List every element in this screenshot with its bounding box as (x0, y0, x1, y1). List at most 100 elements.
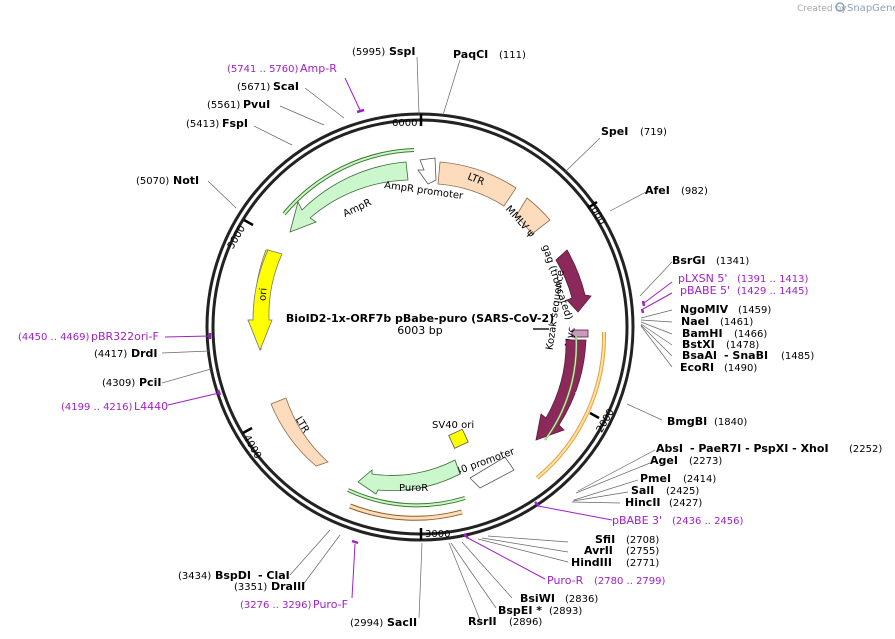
site-draiii[interactable]: DraIII (271, 580, 305, 593)
primer-puror[interactable]: Puro-R (547, 574, 584, 587)
site-bsiwi-pos: (2836) (565, 594, 598, 605)
site-drdi-pos: (4417) (94, 349, 127, 360)
site-absi-extra[interactable]: - PaeR7I - PspXI - XhoI (690, 442, 829, 455)
site-ecori[interactable]: EcoRI (680, 361, 714, 374)
puror-feature[interactable] (357, 459, 461, 495)
ltr2-feature[interactable] (270, 397, 329, 467)
site-snabi[interactable]: - SnaBI (724, 349, 768, 362)
sv40-ori-feature[interactable] (448, 428, 469, 449)
site-drdi[interactable]: DrdI (131, 347, 158, 360)
site-hincii[interactable]: HincII (625, 496, 661, 509)
site-ngomiv-pos: (1459) (738, 305, 771, 316)
site-noti[interactable]: NotI (173, 174, 199, 187)
primer-ampr[interactable]: Amp-R (300, 62, 337, 75)
myc-feature[interactable] (571, 329, 589, 338)
site-sfii[interactable]: SfiI (595, 533, 615, 546)
tick-4000 (242, 426, 253, 435)
site-afei-pos: (982) (681, 186, 708, 197)
primer-pbabe5[interactable]: pBABE 5' (680, 284, 730, 297)
ampr-promoter-feature[interactable] (417, 157, 437, 185)
ltr-feature[interactable] (437, 161, 517, 207)
site-bsaai-pos: (1485) (781, 351, 814, 362)
tick-label-6000: 6000 (392, 118, 417, 129)
gag-truncated-feature[interactable] (555, 249, 592, 313)
site-bsrgi-pos: (1341) (716, 256, 749, 267)
site-bamhi-pos: (1466) (734, 329, 767, 340)
site-bspei[interactable]: BspEI * (498, 604, 542, 617)
primer-pbr322ori-pos: (4450 .. 4469) (18, 332, 90, 343)
site-paqci[interactable]: PaqCI (453, 48, 488, 61)
major-ticks (242, 114, 600, 540)
site-bmgbi[interactable]: BmgBI (667, 415, 707, 428)
ampr-label: AmpR (342, 197, 374, 220)
site-pcii[interactable]: PciI (139, 376, 161, 389)
site-sacii[interactable]: SacII (387, 616, 417, 629)
primer-pbabe5-pos: (1429 .. 1445) (737, 286, 809, 297)
site-bsaai[interactable]: BsaAI (682, 349, 717, 362)
tick-5000 (243, 218, 254, 227)
tick-label-2000: 2000 (595, 407, 617, 435)
site-bspdi[interactable]: BspDI (215, 569, 251, 582)
site-scai[interactable]: ScaI (273, 80, 299, 93)
site-sfii-pos: (2708) (626, 535, 659, 546)
site-pmei[interactable]: PmeI (640, 472, 671, 485)
site-naei[interactable]: NaeI (681, 315, 709, 328)
site-avrii[interactable]: AvrII (584, 544, 613, 557)
site-clai[interactable]: - ClaI (258, 569, 290, 582)
site-hindiii[interactable]: HindIII (571, 556, 612, 569)
site-spei[interactable]: SpeI (601, 125, 628, 138)
site-bamhi[interactable]: BamHI (682, 327, 723, 340)
site-rsrii-pos: (2896) (509, 617, 542, 628)
primer-pbabe3[interactable]: pBABE 3' (612, 514, 662, 527)
site-hincii-pos: (2427) (669, 498, 702, 509)
site-ngomiv[interactable]: NgoMIV (680, 303, 729, 316)
site-pvui-pos: (5561) (207, 100, 240, 111)
site-bsiwi[interactable]: BsiWI (520, 592, 555, 605)
tick-2000 (589, 411, 600, 420)
bioid2-feature[interactable] (535, 339, 587, 441)
site-absi[interactable]: AbsI (656, 442, 683, 455)
primer-plxsn5-pos: (1391 .. 1413) (737, 274, 809, 285)
primer-purof-pos: (3276 .. 3296) (240, 600, 312, 611)
site-bsrgi[interactable]: BsrGI (672, 254, 705, 267)
site-leaders (161, 56, 673, 621)
plasmid-title: BioID2-1x-ORF7b pBabe-puro (SARS-CoV-2) (286, 312, 554, 325)
tick-1000 (587, 200, 598, 210)
site-fspi-pos: (5413) (186, 119, 219, 130)
snapgene-brand: SnapGene (847, 3, 895, 14)
primer-l4440[interactable]: L4440 (134, 400, 168, 413)
site-naei-pos: (1461) (720, 317, 753, 328)
tick-label-5000: 5000 (226, 224, 248, 252)
site-afei[interactable]: AfeI (645, 184, 670, 197)
site-bspdi-pos: (3434) (178, 571, 211, 582)
site-avrii-pos: (2755) (626, 546, 659, 557)
puror-outer-orf-fill (349, 504, 463, 520)
site-pmei-pos: (2414) (683, 474, 716, 485)
primer-plxsn5[interactable]: pLXSN 5' (678, 272, 727, 285)
ampr-orf-fill (283, 149, 415, 215)
site-pcii-pos: (4309) (102, 378, 135, 389)
site-sali[interactable]: SalI (631, 484, 654, 497)
site-pvui[interactable]: PvuI (243, 98, 270, 111)
primer-ampr-pos: (5741 .. 5760) (227, 64, 299, 75)
primer-pbr322ori[interactable]: pBR322ori-F (91, 330, 159, 343)
puror-label: PuroR (399, 483, 428, 494)
site-sspi[interactable]: SspI (389, 45, 415, 58)
site-draiii-pos: (3351) (234, 582, 267, 593)
ampr-feature[interactable] (289, 161, 409, 233)
site-hindiii-pos: (2771) (626, 558, 659, 569)
primer-leaders (164, 77, 673, 599)
sv40-promoter-feature[interactable] (469, 456, 515, 489)
mmlv-psi-feature[interactable] (515, 197, 551, 235)
site-agei[interactable]: AgeI (650, 454, 678, 467)
plasmid-length: 6003 bp (397, 324, 442, 337)
site-rsrii[interactable]: RsrII (468, 615, 497, 628)
site-paqci-pos: (111) (499, 50, 526, 61)
site-ecori-pos: (1490) (724, 363, 757, 374)
primer-purof[interactable]: Puro-F (313, 598, 348, 611)
primers: (5741 .. 5760) Amp-R pLXSN 5' (1391 .. 1… (18, 62, 809, 611)
site-bstxi[interactable]: BstXI (682, 338, 715, 351)
site-fspi[interactable]: FspI (222, 117, 248, 130)
tick-label-3000: 3000 (425, 529, 450, 540)
